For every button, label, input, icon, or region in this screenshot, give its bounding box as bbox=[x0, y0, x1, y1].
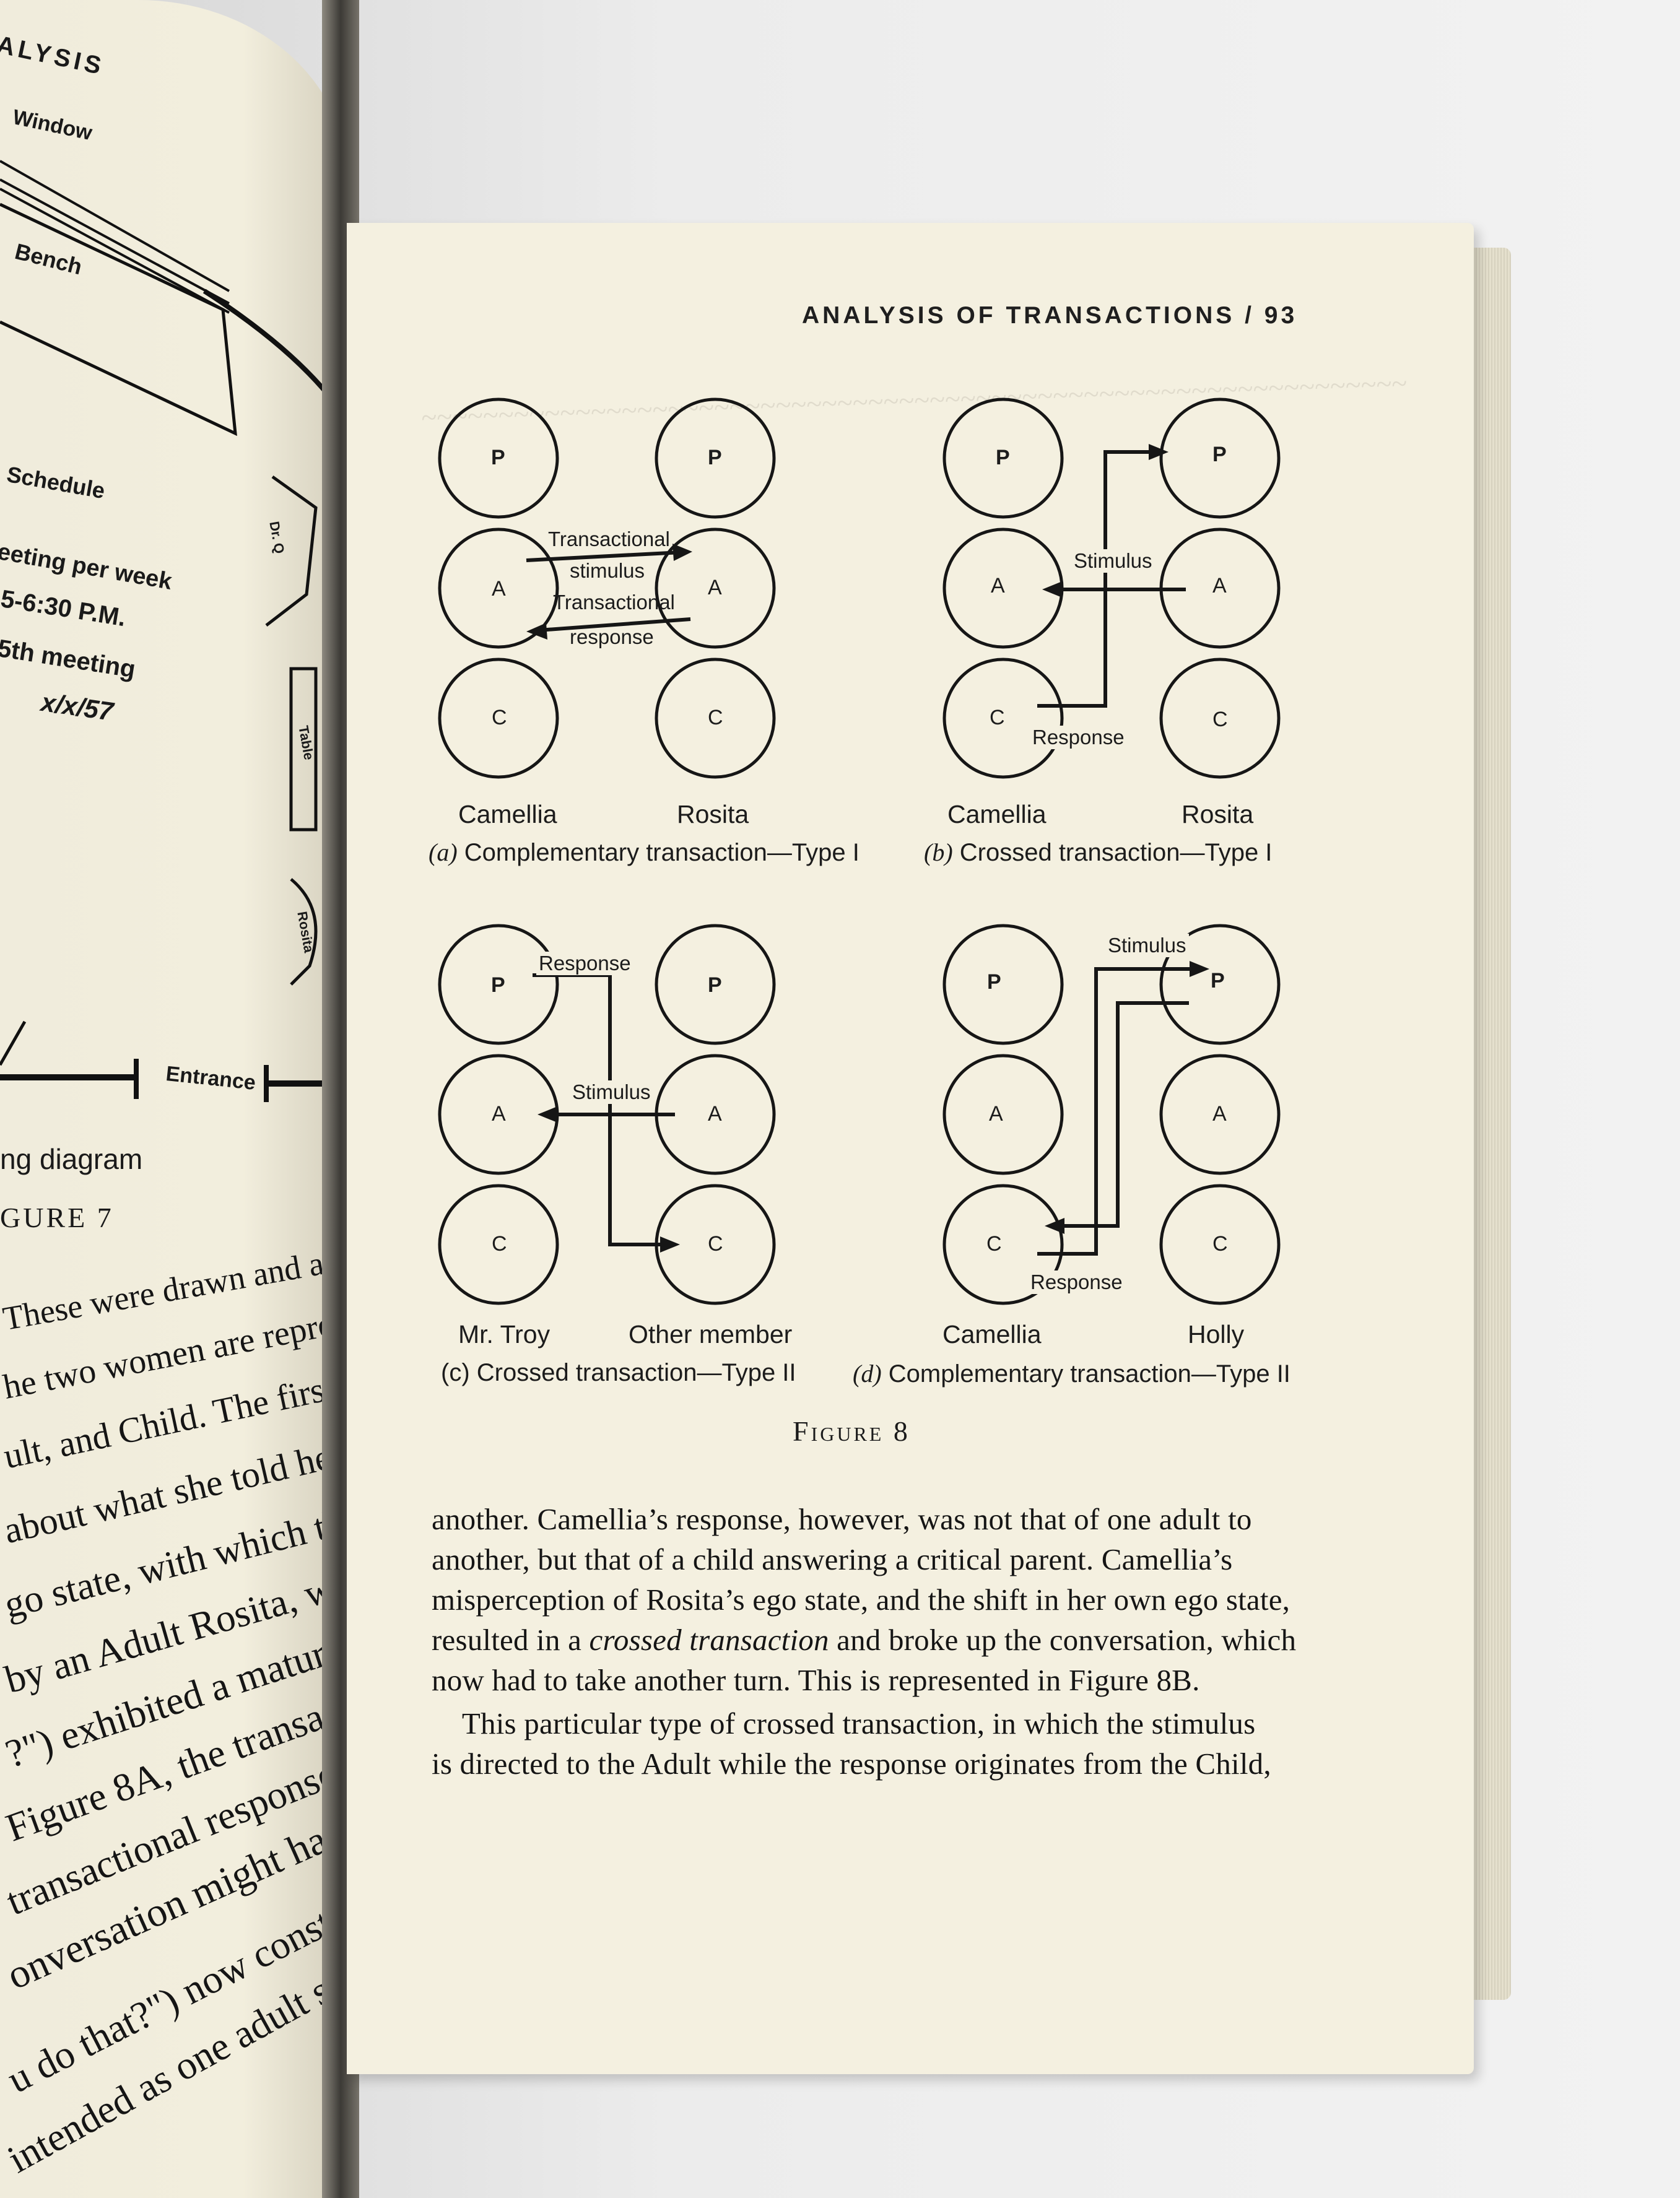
panel-a-label: response bbox=[570, 625, 654, 648]
panel-c-response-label: Response bbox=[536, 952, 633, 975]
panel-c-right-name: Other member bbox=[629, 1320, 793, 1349]
ego-circle bbox=[438, 1184, 559, 1305]
body-text-line: now had to take another turn. This is re… bbox=[432, 1663, 1200, 1697]
panel-c-left-name: Mr. Troy bbox=[458, 1320, 551, 1349]
caption-letter: (c) bbox=[441, 1359, 470, 1386]
caption-letter: (a) bbox=[429, 838, 458, 866]
ego-state-a: A bbox=[1212, 574, 1227, 597]
ego-circle bbox=[942, 924, 1064, 1045]
ego-state-a: A bbox=[708, 1102, 722, 1126]
ego-circle bbox=[438, 658, 559, 779]
panel-b-diagram bbox=[942, 397, 1281, 779]
ego-state-c: C bbox=[492, 1232, 507, 1256]
right-page bbox=[347, 223, 1474, 2074]
ego-circle bbox=[1159, 1054, 1281, 1175]
ego-state-c: C bbox=[1212, 708, 1228, 731]
ego-circle bbox=[655, 658, 776, 779]
ego-state-p: P bbox=[996, 446, 1010, 469]
caption-text: Complementary transaction—Type I bbox=[457, 839, 860, 866]
caption-text: Crossed transaction—Type II bbox=[469, 1359, 796, 1386]
left-diagram-caption: ng diagram bbox=[0, 1143, 143, 1175]
ego-state-c: C bbox=[1212, 1232, 1228, 1256]
panel-a-label: stimulus bbox=[570, 559, 645, 582]
ego-state-p: P bbox=[708, 446, 722, 469]
ego-state-c: C bbox=[990, 706, 1005, 729]
ego-circle bbox=[942, 1054, 1064, 1175]
ego-state-a: A bbox=[1212, 1102, 1227, 1126]
ego-circle bbox=[942, 397, 1064, 519]
ego-circle bbox=[438, 528, 559, 649]
ego-state-a: A bbox=[492, 577, 506, 601]
panel-b-left-name: Camellia bbox=[947, 800, 1047, 828]
panel-b-caption: (b) Crossed transaction—Type I bbox=[924, 838, 1272, 867]
panel-d-diagram bbox=[942, 924, 1281, 1305]
body-text-line: misperception of Rosita’s ego state, and… bbox=[432, 1583, 1290, 1617]
ego-state-c: C bbox=[708, 1232, 723, 1256]
panel-d-stimulus-label: Stimulus bbox=[1105, 934, 1189, 957]
body-text-line: another. Camellia’s response, however, w… bbox=[432, 1502, 1252, 1536]
caption-letter: (d) bbox=[853, 1360, 882, 1388]
ego-circle bbox=[942, 1184, 1064, 1305]
panel-b-stimulus-label: Stimulus bbox=[1071, 549, 1155, 573]
left-figure-label: GURE 7 bbox=[0, 1202, 114, 1233]
panel-d-caption: (d) Complementary transaction—Type II bbox=[853, 1359, 1290, 1388]
ego-circle bbox=[1159, 658, 1281, 779]
ego-circle bbox=[438, 924, 559, 1045]
ego-circle bbox=[655, 528, 776, 649]
ego-state-a: A bbox=[989, 1102, 1003, 1126]
ego-circle bbox=[942, 658, 1064, 779]
panel-a-label: Transactional bbox=[548, 528, 670, 550]
left-page: ALYSIS Window Bench Schedule eeting per … bbox=[0, 0, 347, 2198]
panel-d-response-label: Response bbox=[1028, 1271, 1125, 1294]
panel-c-stimulus-label: Stimulus bbox=[570, 1080, 653, 1104]
panel-b-response-label: Response bbox=[1030, 726, 1127, 749]
panel-c-caption: (c) Crossed transaction—Type II bbox=[441, 1359, 796, 1387]
panel-a-label: Transactional bbox=[553, 591, 675, 614]
panel-d-right-name: Holly bbox=[1188, 1320, 1245, 1349]
ego-state-p: P bbox=[987, 970, 1001, 994]
ego-state-p: P bbox=[491, 446, 505, 469]
ego-state-a: A bbox=[991, 574, 1005, 597]
ego-state-p: P bbox=[1212, 443, 1227, 466]
running-head: ANALYSIS OF TRANSACTIONS / 93 bbox=[802, 302, 1298, 329]
panel-a-right-name: Rosita bbox=[677, 800, 749, 828]
figure-title: Figure 8 bbox=[793, 1415, 910, 1447]
panel-a-caption: (a) Complementary transaction—Type I bbox=[429, 838, 860, 867]
ego-circle bbox=[1159, 397, 1281, 519]
panel-a-left-name: Camellia bbox=[458, 800, 557, 828]
ego-state-p: P bbox=[1211, 969, 1225, 993]
panel-d-left-name: Camellia bbox=[942, 1320, 1042, 1349]
ego-circle bbox=[1159, 1184, 1281, 1305]
panel-a-diagram bbox=[438, 397, 776, 779]
caption-text: Complementary transaction—Type II bbox=[881, 1360, 1290, 1388]
body-text-line: This particular type of crossed transact… bbox=[432, 1706, 1256, 1740]
ego-state-c: C bbox=[986, 1232, 1002, 1256]
body-text-line: another, but that of a child answering a… bbox=[432, 1542, 1233, 1576]
ego-state-a: A bbox=[492, 1102, 506, 1126]
ego-state-p: P bbox=[491, 973, 505, 997]
body-text-line: resulted in a crossed transaction and br… bbox=[432, 1622, 1296, 1657]
ego-circle bbox=[655, 924, 776, 1045]
ego-state-a: A bbox=[708, 576, 722, 599]
ego-state-p: P bbox=[708, 973, 722, 997]
ego-state-c: C bbox=[708, 706, 723, 729]
body-text-segment: and broke up the conversation, which bbox=[829, 1623, 1297, 1657]
ego-circle bbox=[1159, 924, 1281, 1045]
body-text-segment: resulted in a bbox=[432, 1623, 590, 1657]
body-text-line: is directed to the Adult while the respo… bbox=[432, 1747, 1271, 1781]
ego-state-c: C bbox=[492, 706, 507, 729]
panel-c-diagram bbox=[438, 924, 776, 1305]
ego-circle bbox=[438, 397, 559, 519]
caption-text: Crossed transaction—Type I bbox=[952, 839, 1273, 866]
panel-b-right-name: Rosita bbox=[1182, 800, 1254, 828]
caption-letter: (b) bbox=[924, 838, 953, 866]
ego-circle bbox=[655, 397, 776, 519]
body-text-italic: crossed transaction bbox=[589, 1623, 829, 1657]
